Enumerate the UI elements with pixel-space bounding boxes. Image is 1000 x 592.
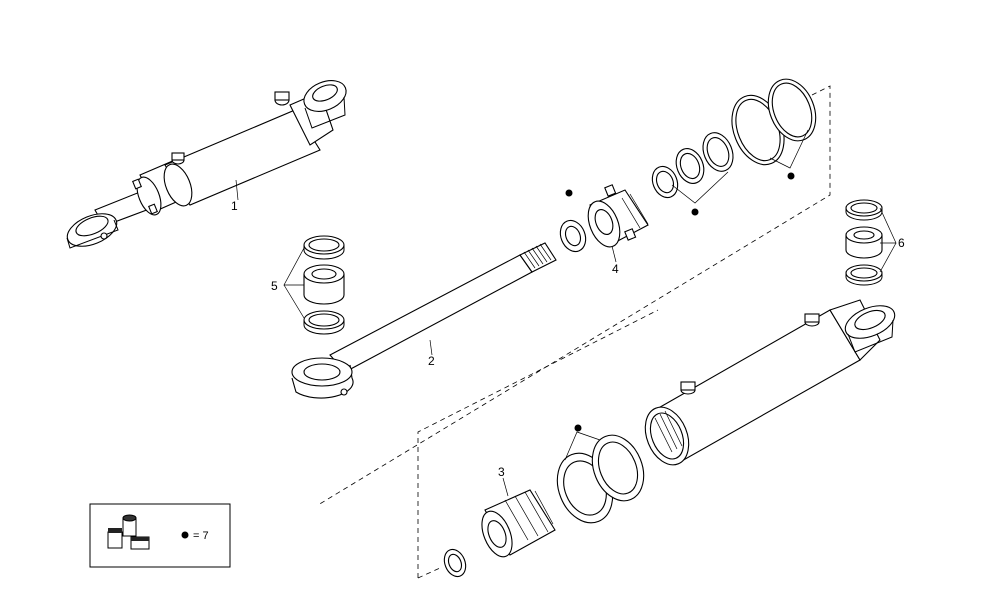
seal-kit-icon — [107, 514, 150, 550]
leader-line-seals — [671, 171, 729, 204]
leader-line-2 — [429, 339, 433, 356]
piston-seals[interactable] — [648, 128, 739, 201]
leader-line-5a — [283, 247, 305, 286]
cylinder-assembly-part-1[interactable] — [63, 75, 351, 253]
piston-rod-part-2[interactable] — [291, 242, 557, 399]
leader-line-orings — [769, 129, 809, 169]
seal-kit-dot-icon — [574, 424, 582, 432]
leader-line-1 — [235, 179, 239, 201]
leader-line-6b — [879, 242, 897, 273]
assembly-guide-line — [417, 309, 659, 578]
seal-kit-dot-icon — [181, 531, 189, 539]
callout-5: 5 — [271, 279, 278, 293]
assembly-guide-line — [417, 567, 441, 579]
leader-line-gland-seals — [564, 431, 601, 461]
callout-2: 2 — [428, 354, 435, 368]
o-rings[interactable] — [722, 72, 824, 172]
legend-box: = 7 — [89, 503, 231, 568]
callout-6: 6 — [898, 236, 905, 250]
piston-part-4[interactable] — [556, 184, 649, 256]
callout-4: 4 — [612, 262, 619, 276]
leader-line-3 — [502, 477, 509, 497]
callout-3: 3 — [498, 465, 505, 479]
cylinder-barrel[interactable] — [637, 299, 899, 471]
gland-seals[interactable] — [547, 427, 653, 531]
seal-kit-dot-icon — [787, 172, 795, 180]
seal-kit-part-6[interactable] — [845, 199, 883, 286]
seal-kit-dot-icon — [565, 189, 573, 197]
callout-1: 1 — [231, 199, 238, 213]
seal-kit-dot-icon — [691, 208, 699, 216]
leader-line-4 — [611, 245, 617, 263]
gland-part-3[interactable] — [440, 489, 556, 580]
assembly-guide-line — [317, 85, 831, 506]
leader-line-5b — [283, 284, 305, 319]
legend-text: = 7 — [193, 530, 209, 542]
seal-kit-part-5[interactable] — [303, 235, 345, 335]
